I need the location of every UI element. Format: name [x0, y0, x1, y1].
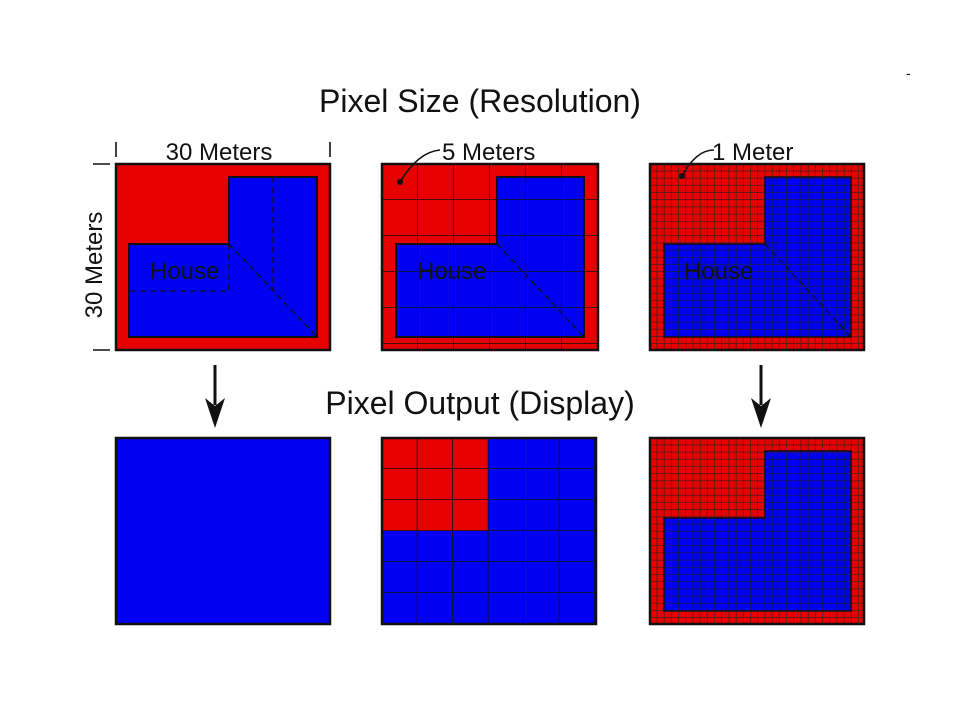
diagram-title: Pixel Size (Resolution) [319, 83, 641, 119]
panel-5m-house-label: House [417, 258, 486, 285]
width-label: 30 Meters [166, 139, 273, 166]
output-subtitle: Pixel Output (Display) [325, 385, 634, 421]
corner-mark: - [906, 65, 911, 81]
panel-30m-guides [129, 177, 318, 338]
panel-1m-guides [764, 243, 852, 338]
output-5m-grid [382, 438, 596, 624]
panel-1m: House 1 Meter [648, 139, 866, 352]
panel-1m-pointer [681, 149, 715, 177]
panel-1m-grid [650, 164, 864, 350]
height-dimension [93, 163, 110, 351]
panel-5m: House 5 Meters [380, 139, 600, 352]
output-5m [380, 436, 598, 626]
panel-5m-grid [382, 164, 598, 350]
arrow-down-icon [205, 365, 225, 428]
output-30m [114, 436, 332, 626]
height-label: 30 Meters [81, 212, 108, 319]
panel-5m-label: 5 Meters [442, 139, 535, 166]
panel-1m-house-label: House [684, 258, 753, 285]
panel-30m: House [114, 162, 332, 352]
panel-5m-guides [496, 243, 585, 338]
arrow-down-icon [751, 365, 771, 428]
output-1m [648, 436, 866, 626]
panel-1m-label: 1 Meter [712, 139, 793, 166]
panel-5m-pointer [399, 149, 441, 183]
output-30m-pixel [114, 436, 332, 626]
output-1m-grid [650, 438, 864, 624]
width-dimension [115, 142, 331, 157]
panel-30m-house-label: House [150, 258, 219, 285]
